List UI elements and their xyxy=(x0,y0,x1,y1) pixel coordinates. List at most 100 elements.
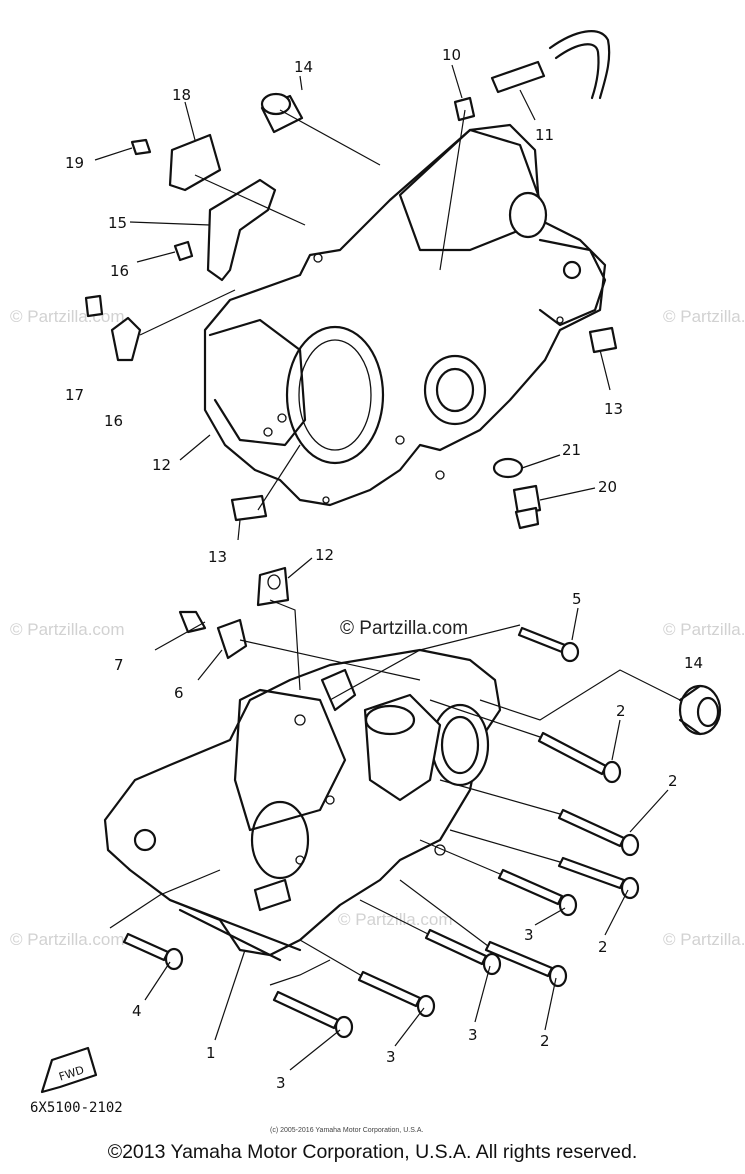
dowel-12-right xyxy=(588,326,618,354)
bolt-2a-head xyxy=(602,760,622,784)
bracket-18 xyxy=(168,133,222,192)
watermark-right-upper: © Partzilla.com xyxy=(663,307,745,326)
bolt-2b-head xyxy=(620,833,640,857)
bolt-2d xyxy=(484,940,554,978)
callout-15: 16 xyxy=(110,262,129,280)
screw-19 xyxy=(130,138,152,156)
callout-6: 6 xyxy=(174,684,184,702)
lower-flange xyxy=(168,898,302,962)
drain-bolt-20-thread xyxy=(514,506,540,530)
bolt-3b-head xyxy=(482,952,502,976)
callout-13-upper: 14 xyxy=(294,58,313,76)
callout-11: 12 xyxy=(152,456,171,474)
breather-pipe-inner xyxy=(554,43,600,100)
callout-2a: 2 xyxy=(616,702,626,720)
breather-pipe xyxy=(548,30,611,100)
collar-13-top-end xyxy=(260,92,292,116)
bolt-2d-head xyxy=(548,964,568,988)
callout-19: 19 xyxy=(65,154,84,172)
bolt-5-head xyxy=(560,641,580,663)
collar-13-lower-side xyxy=(678,684,702,736)
crankcase-upper-assembly xyxy=(203,123,607,507)
crank-bore xyxy=(285,325,385,465)
bolt-hole-4 xyxy=(395,435,405,445)
bolt-3b xyxy=(424,928,488,966)
bolt-2c xyxy=(557,856,626,890)
bolt-3a xyxy=(497,868,564,906)
case-hole-a xyxy=(562,260,582,280)
callout-16: 16 xyxy=(104,412,123,430)
washer-21 xyxy=(492,457,524,479)
upper-small-parts xyxy=(84,30,618,530)
bolt-4-head xyxy=(164,947,184,971)
callout-3a: 3 xyxy=(524,926,534,944)
lower-leaders xyxy=(109,557,681,1071)
callouts: 14 10 11 18 19 15 16 17 16 13 12 21 20 1… xyxy=(65,46,703,1092)
bolt-hole-3 xyxy=(313,253,323,263)
callout-14: 15 xyxy=(108,214,127,232)
callout-3c: 3 xyxy=(386,1048,396,1066)
screw-7 xyxy=(178,610,207,634)
hole-d xyxy=(295,855,305,865)
tab-10-hole xyxy=(267,574,281,590)
watermark-left-lower: © Partzilla.com xyxy=(10,930,125,949)
watermark-right-lower: © Partzilla.com xyxy=(663,930,745,949)
upper-leaders xyxy=(94,64,611,541)
hole-a xyxy=(294,714,306,726)
bolt-hole-5 xyxy=(435,470,445,480)
inner-web xyxy=(233,688,347,832)
callout-13-lower: 14 xyxy=(684,654,703,672)
small-copyright: (c) 2005-2016 Yamaha Motor Corporation, … xyxy=(270,1127,423,1134)
callout-21: 21 xyxy=(562,441,581,459)
callout-4: 4 xyxy=(132,1002,142,1020)
hose-9 xyxy=(490,60,546,94)
case-flange xyxy=(208,318,307,447)
hole-left xyxy=(133,828,157,852)
plate-14 xyxy=(206,178,277,282)
watermark-center-lower: © Partzilla.com xyxy=(338,910,453,929)
bolt-2b xyxy=(557,808,626,848)
callout-12-right: 13 xyxy=(604,400,623,418)
fwd-arrow: FWD xyxy=(40,1046,98,1094)
neck-boss-top xyxy=(364,704,416,736)
drain-bolt-20 xyxy=(512,484,542,516)
plug-17 xyxy=(84,294,104,318)
bolt-hole-7 xyxy=(556,316,564,324)
bolt-2c-head xyxy=(620,876,640,900)
bolt-hole-1 xyxy=(263,427,273,437)
bolt-2a xyxy=(537,731,608,776)
bolt-15 xyxy=(173,240,194,262)
bolt-3c xyxy=(357,970,422,1008)
callout-20: 20 xyxy=(598,478,617,496)
sensor-16 xyxy=(110,316,142,362)
bolt-3d xyxy=(272,990,340,1030)
case-right-loop xyxy=(538,238,607,327)
callout-2d: 2 xyxy=(540,1032,550,1050)
callout-3b: 3 xyxy=(468,1026,478,1044)
lower-tab xyxy=(253,878,292,912)
collar-13-lower xyxy=(678,684,722,736)
diagram-code: 6X5100-2102 xyxy=(30,1100,123,1116)
watermark-center: © Partzilla.com xyxy=(340,618,468,639)
collar-13-lower-inner xyxy=(696,696,720,728)
case-upper-boss xyxy=(508,191,548,239)
callout-9: 11 xyxy=(535,126,554,144)
bolt-5 xyxy=(517,626,567,654)
callout-5: 5 xyxy=(572,590,582,608)
footer-copyright: ©2013 Yamaha Motor Corporation, U.S.A. A… xyxy=(107,1141,638,1163)
callout-10: 12 xyxy=(315,546,334,564)
bolt-3d-head xyxy=(334,1015,354,1039)
lower-small-parts xyxy=(178,566,722,736)
crankcase-lower-assembly xyxy=(103,648,502,962)
bolt-4 xyxy=(122,932,170,962)
cylinder-bore-inner xyxy=(440,715,480,775)
callout-18: 18 xyxy=(172,86,191,104)
dowel-12-left xyxy=(230,494,268,522)
bolt-3a-head xyxy=(558,893,578,917)
callout-1: 1 xyxy=(206,1044,216,1062)
callout-17: 17 xyxy=(65,386,84,404)
fwd-arrow-shape xyxy=(40,1046,98,1094)
bearing-boss-inner xyxy=(435,367,475,413)
bolt-hole-2 xyxy=(277,413,287,423)
fitting-8 xyxy=(453,96,476,122)
